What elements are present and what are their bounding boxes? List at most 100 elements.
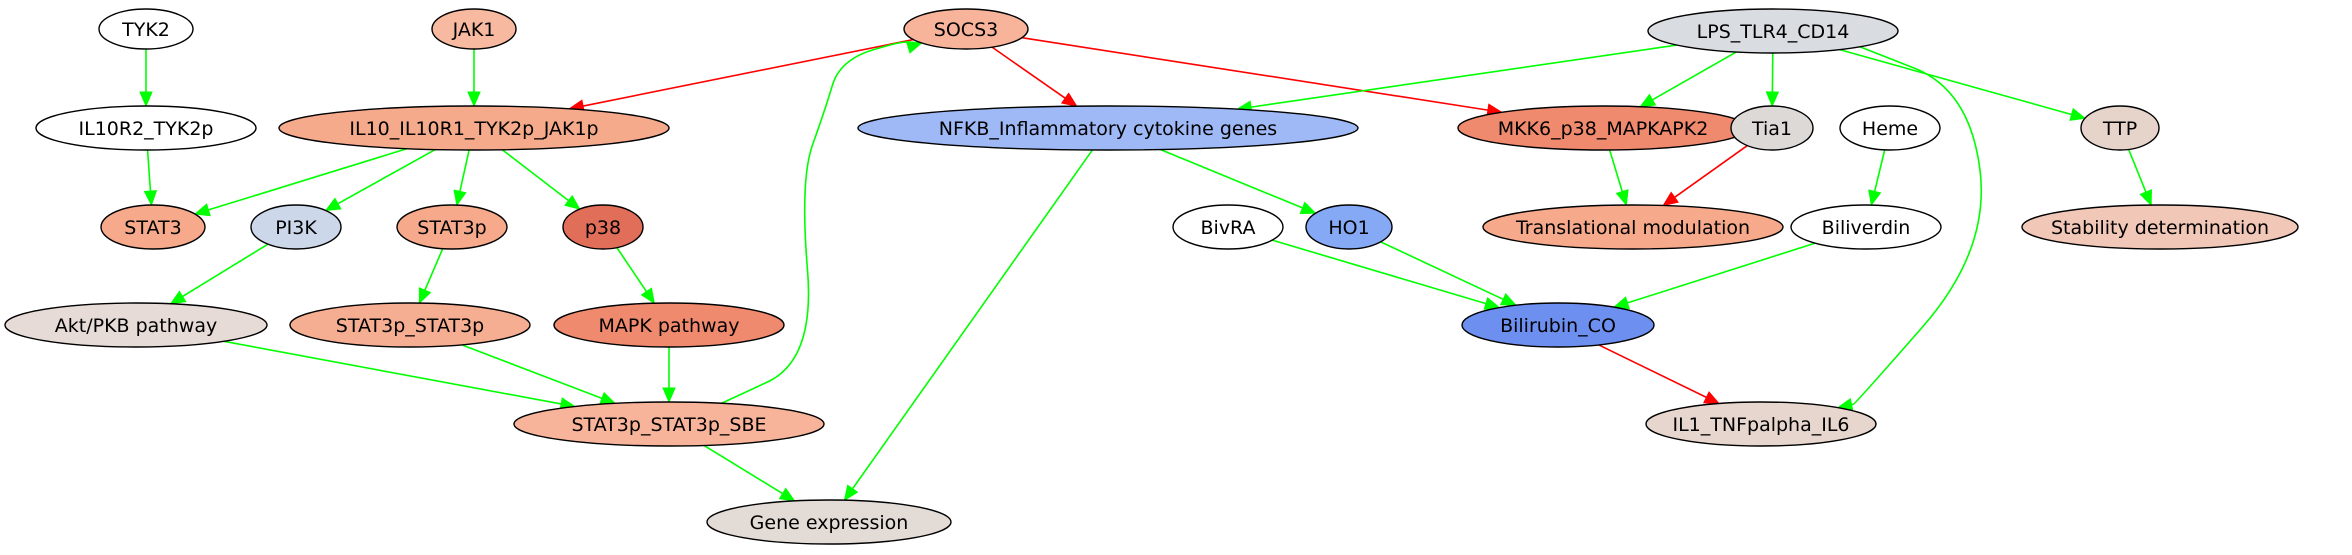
node-shape	[431, 8, 517, 50]
edge-line	[1271, 239, 1487, 305]
node-label: IL1_TNFpalpha_IL6	[1672, 414, 1849, 436]
node-label: JAK1	[452, 19, 496, 41]
node-shape	[706, 499, 952, 545]
node-p38: p38	[562, 204, 644, 250]
node-shape	[513, 401, 825, 447]
node-shape	[553, 302, 785, 348]
arrowhead-icon	[139, 91, 153, 108]
node-label: Tia1	[1751, 118, 1792, 140]
node-label: LPS_TLR4_CD14	[1697, 21, 1850, 43]
edge-line	[146, 149, 152, 192]
node-label: Stability determination	[2051, 217, 2269, 239]
node-il1-tnfpalpha-il6: IL1_TNFpalpha_IL6	[1645, 401, 1877, 447]
node-label: TYK2	[121, 19, 170, 41]
edge-ttp-to-stability-determination	[2127, 149, 2152, 207]
node-nfkb-inflammatory-cytokine-genes: NFKB_Inflammatory cytokine genes	[857, 105, 1359, 151]
arrowhead-icon	[905, 40, 923, 54]
arrowhead-icon	[453, 189, 467, 207]
node-shape	[250, 204, 342, 250]
node-shape	[4, 302, 268, 348]
node-label: Translational modulation	[1515, 217, 1750, 239]
node-stat3p-stat3p: STAT3p_STAT3p	[289, 302, 531, 348]
node-shape	[2021, 204, 2299, 250]
node-shape	[1482, 204, 1784, 250]
edge-lps-tlr4-cd14-to-ttp	[1839, 48, 2087, 121]
edge-bilirubin-co-to-il1-tnfpalpha-il6	[1598, 344, 1721, 405]
node-tyk2: TYK2	[98, 8, 194, 50]
edge-bivra-to-bilirubin-co	[1271, 239, 1501, 310]
node-socs3: SOCS3	[903, 8, 1029, 50]
node-stat3p: STAT3p	[396, 204, 508, 250]
node-label: SOCS3	[934, 19, 998, 41]
node-akt-pkb-pathway: Akt/PKB pathway	[4, 302, 268, 348]
edge-line	[424, 248, 444, 291]
node-stat3p-stat3p-sbe: STAT3p_STAT3p_SBE	[513, 401, 825, 447]
edge-line	[2127, 149, 2147, 193]
node-label: BivRA	[1201, 217, 1256, 239]
arrowhead-icon	[169, 290, 187, 305]
node-label: HO1	[1328, 217, 1369, 239]
node-label: Heme	[1862, 118, 1918, 140]
edge-line	[1873, 149, 1886, 192]
edge-line	[1160, 148, 1303, 209]
node-shape	[1647, 8, 1899, 54]
node-stability-determination: Stability determination	[2021, 204, 2299, 250]
edge-line	[223, 340, 562, 405]
node-shape	[1305, 204, 1393, 250]
edge-line	[459, 149, 470, 192]
edge-line	[1674, 144, 1748, 198]
node-shape	[1172, 204, 1284, 250]
edge-line	[1652, 51, 1737, 101]
arrowhead-icon	[467, 91, 481, 108]
arrowhead-icon	[662, 387, 676, 404]
node-tia1: Tia1	[1730, 105, 1814, 151]
node-shape	[289, 302, 531, 348]
arrowhead-icon	[2069, 107, 2087, 121]
node-shape	[562, 204, 644, 250]
arrowhead-icon	[1299, 201, 1317, 214]
edge-stat3p-to-stat3p-stat3p	[418, 248, 444, 305]
node-label: Akt/PKB pathway	[55, 315, 217, 337]
node-label: STAT3	[124, 217, 181, 239]
node-translational-modulation: Translational modulation	[1482, 204, 1784, 250]
node-shape	[1839, 105, 1941, 151]
edge-line	[1380, 241, 1504, 301]
arrowhead-icon	[1703, 391, 1721, 405]
edge-line	[1851, 45, 1983, 406]
edge-stat3p-stat3p-sbe-to-socs3	[719, 40, 923, 405]
edge-line	[1839, 48, 2072, 116]
edge-line	[719, 41, 914, 405]
node-label: IL10R2_TYK2p	[79, 118, 214, 140]
arrowhead-icon	[143, 190, 158, 207]
edge-line	[1608, 149, 1624, 192]
edge-nfkb-inflammatory-cytokine-genes-to-gene-expression	[843, 149, 1094, 502]
arrowhead-icon	[640, 287, 656, 305]
node-label: STAT3p_STAT3p_SBE	[571, 414, 766, 436]
node-label: MAPK pathway	[599, 315, 740, 337]
edge-il10-il10r1-tyk2p-jak1p-to-stat3p	[453, 149, 470, 207]
edge-mkk6-p38-mapkapk2-to-translational-modulation	[1608, 149, 1629, 207]
node-shape	[278, 105, 670, 151]
arrowhead-icon	[1765, 91, 1780, 108]
node-mapk-pathway: MAPK pathway	[553, 302, 785, 348]
node-bivra: BivRA	[1172, 204, 1284, 250]
edge-jak1-to-il10-il10r1-tyk2p-jak1p	[467, 49, 481, 108]
arrowhead-icon	[324, 197, 342, 212]
edge-line	[851, 149, 1094, 490]
edge-biliverdin-to-bilirubin-co	[1612, 242, 1816, 310]
node-label: NFKB_Inflammatory cytokine genes	[939, 118, 1277, 140]
arrowhead-icon	[1060, 92, 1078, 107]
edge-line	[1598, 344, 1707, 399]
node-bilirubin-co: Bilirubin_CO	[1461, 302, 1655, 348]
node-label: MKK6_p38_MAPKAPK2	[1498, 118, 1709, 140]
node-label: STAT3p_STAT3p	[336, 315, 484, 337]
edge-socs3-to-nfkb-inflammatory-cytokine-genes	[991, 46, 1078, 107]
arrowhead-icon	[599, 391, 617, 405]
node-shape	[2080, 105, 2160, 151]
node-lps-tlr4-cd14: LPS_TLR4_CD14	[1647, 8, 1899, 54]
node-gene-expression: Gene expression	[706, 499, 952, 545]
edge-tia1-to-translational-modulation	[1662, 144, 1748, 207]
edge-il10r2-tyk2p-to-stat3	[143, 149, 158, 207]
